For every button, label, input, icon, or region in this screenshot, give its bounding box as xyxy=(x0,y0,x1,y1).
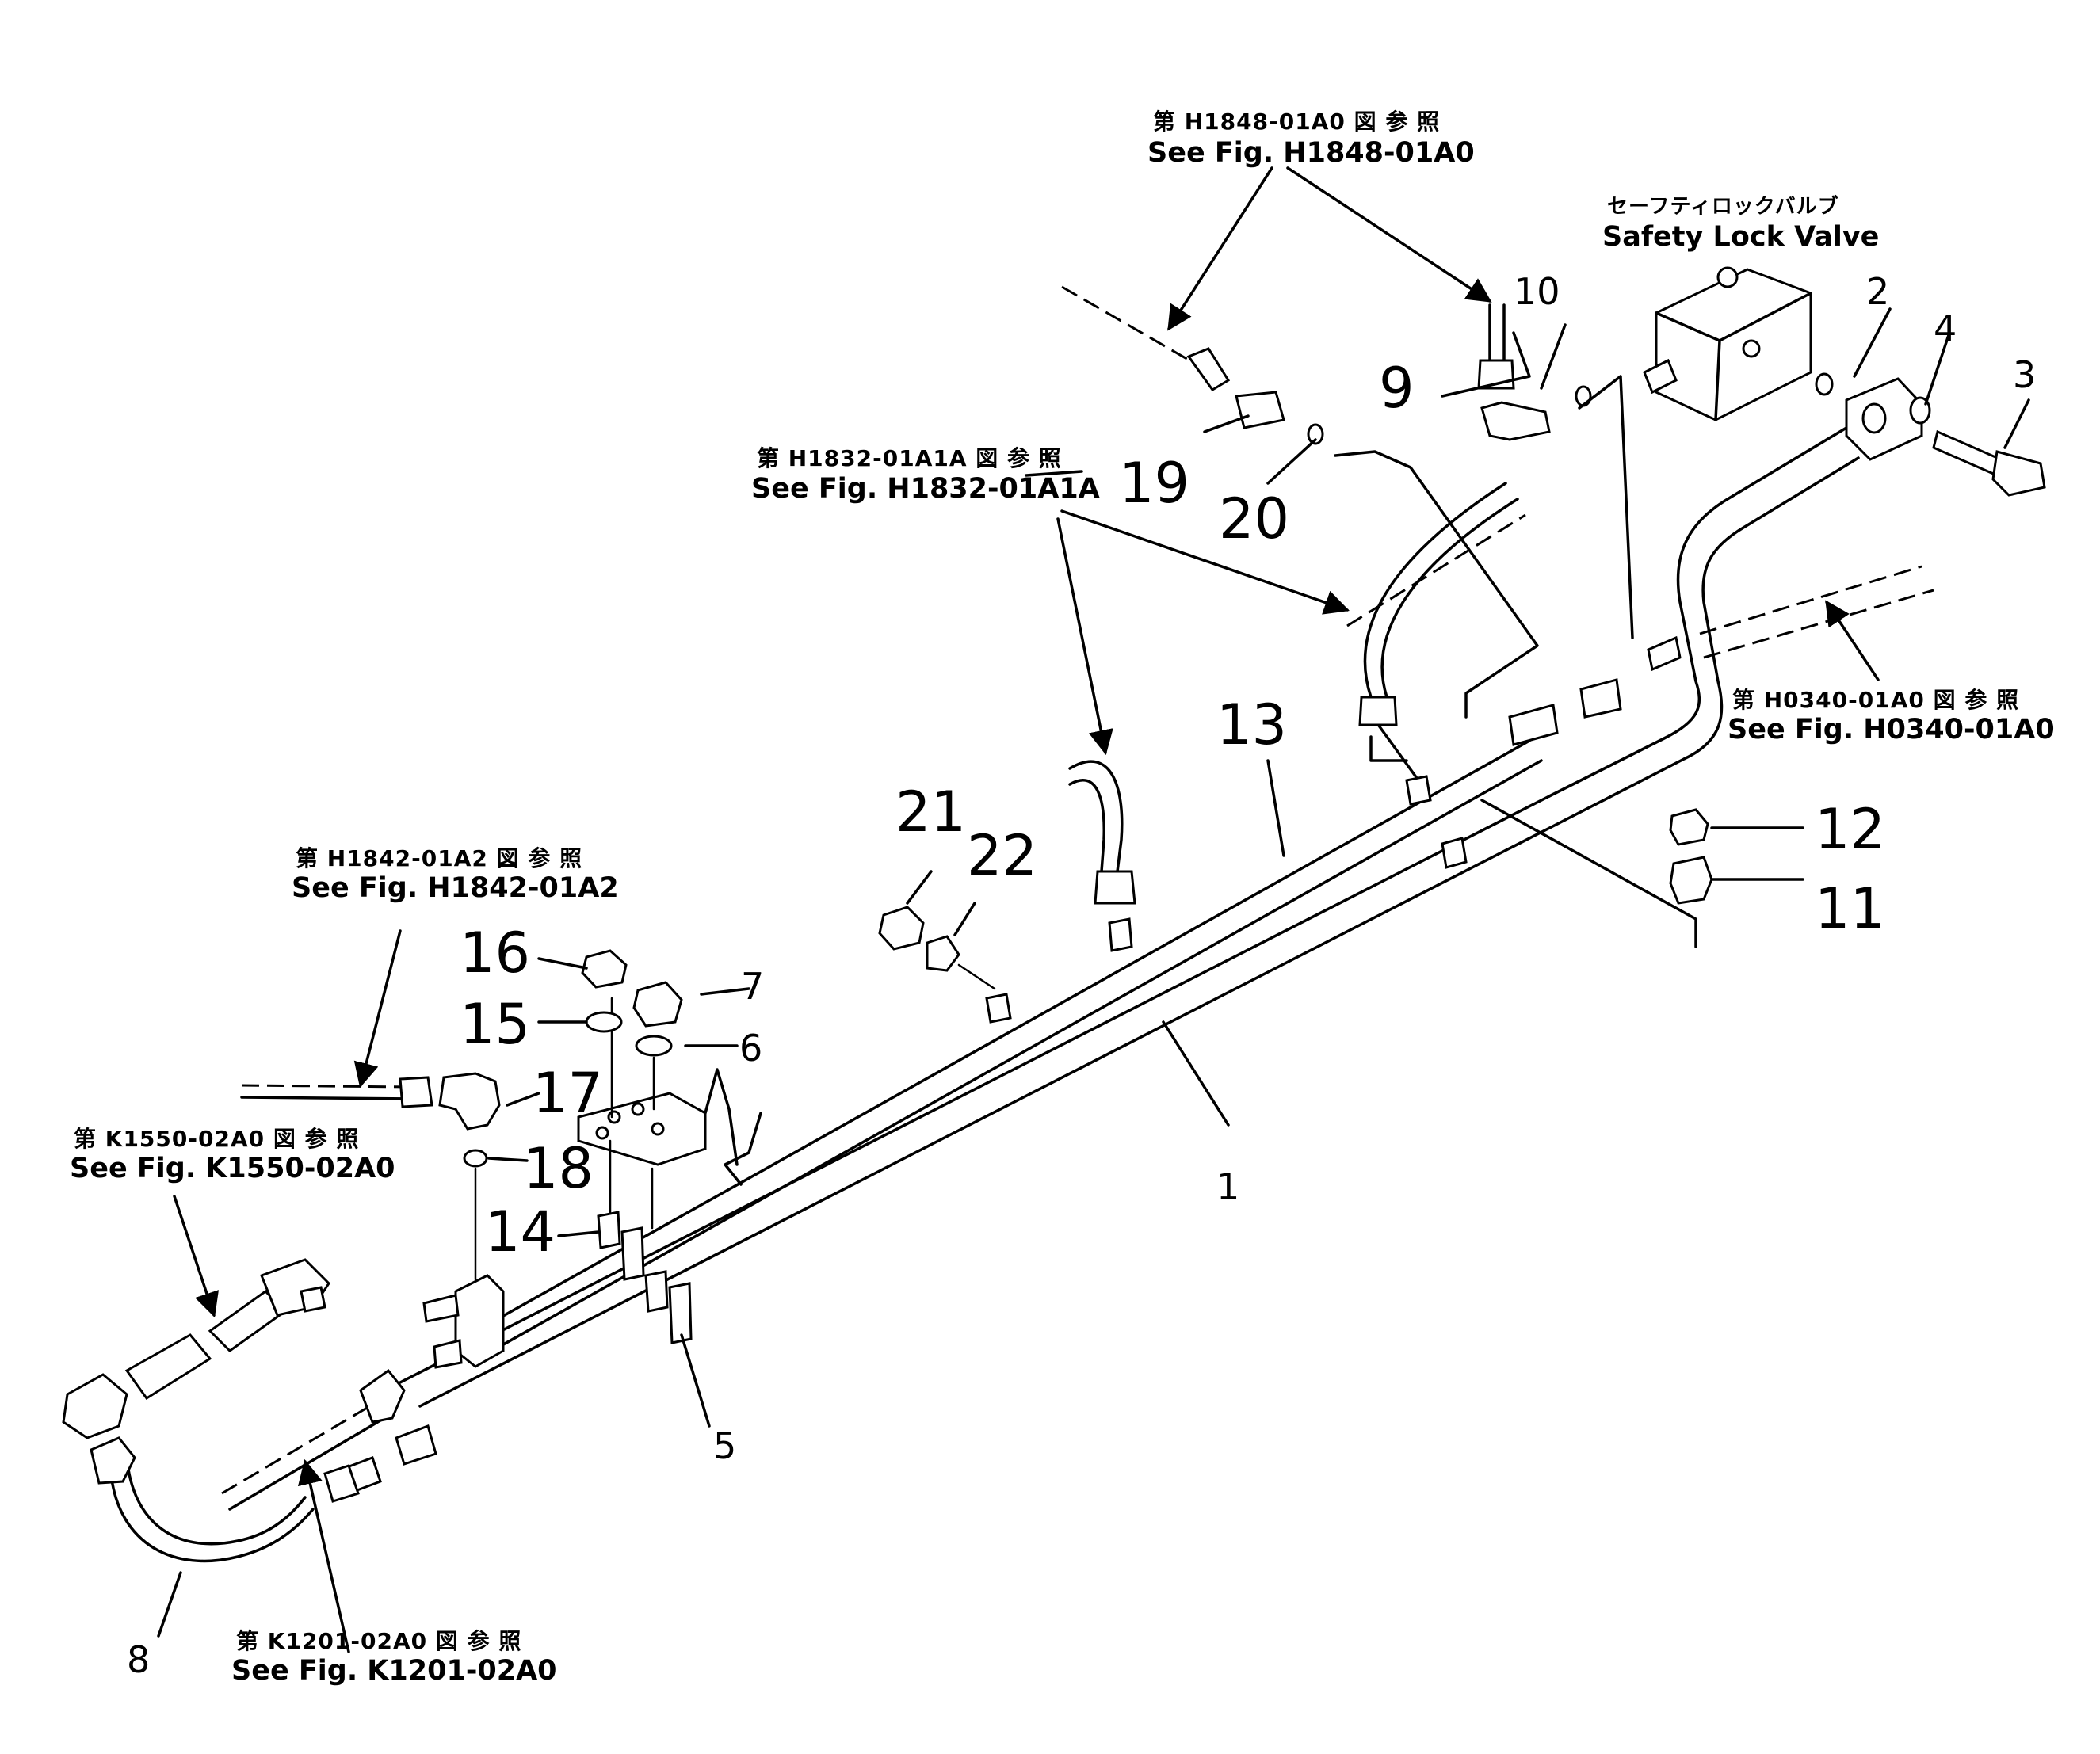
cap-22 xyxy=(926,935,960,972)
part-number-6: 6 xyxy=(739,1027,763,1070)
safety-lock-valve xyxy=(1643,266,1812,421)
washer-15 xyxy=(585,1011,623,1033)
elbow-9 xyxy=(1477,303,1551,441)
hose-h1832-lower xyxy=(1068,760,1136,905)
ref-k1550-jp: 第 K1550-02A0 図 参 照 xyxy=(74,1126,360,1152)
u-bolt-14 xyxy=(597,1139,654,1281)
part-number-10: 10 xyxy=(1514,270,1560,313)
part-number-12: 12 xyxy=(1815,797,1886,862)
part-number-1: 1 xyxy=(1216,1165,1240,1208)
ref-h1832-jp: 第 H1832-01A1A 図 参 照 xyxy=(757,445,1062,471)
o-ring-18 xyxy=(463,1149,488,1168)
o-ring-20 xyxy=(1307,423,1324,445)
ref-h0340-jp: 第 H0340-01A0 図 参 照 xyxy=(1732,687,2020,713)
part-number-7: 7 xyxy=(741,965,765,1008)
hose-h1842 xyxy=(240,1076,433,1108)
part-number-14: 14 xyxy=(485,1199,556,1264)
o-ring-2 xyxy=(1815,372,1834,396)
ref-h1842-jp: 第 H1842-01A2 図 参 照 xyxy=(296,845,583,871)
tube-13 xyxy=(482,739,1543,1348)
u-bolt-5 xyxy=(644,1270,693,1344)
ref-k1201-jp: 第 K1201-02A0 図 参 照 xyxy=(236,1628,522,1654)
ref-k1201-en: See Fig. K1201-02A0 xyxy=(231,1655,557,1687)
part-number-4: 4 xyxy=(1934,307,1957,350)
hose-8 xyxy=(90,1436,360,1563)
cap-12 xyxy=(1669,808,1709,846)
ref-h0340-en: See Fig. H0340-01A0 xyxy=(1728,714,2055,745)
nut-7 xyxy=(632,981,683,1028)
tube-1 xyxy=(399,426,1860,1408)
part-number-8: 8 xyxy=(127,1638,151,1681)
part-number-19: 19 xyxy=(1119,451,1190,516)
part-number-5: 5 xyxy=(713,1424,737,1467)
part-number-3: 3 xyxy=(2013,353,2037,396)
leader-lines xyxy=(157,166,2030,1653)
flange xyxy=(1845,377,1923,461)
plug-11 xyxy=(1669,856,1713,905)
part-number-20: 20 xyxy=(1219,486,1290,551)
part-number-17: 17 xyxy=(533,1061,604,1126)
ref-h1848-jp: 第 H1848-01A0 図 参 照 xyxy=(1153,109,1441,135)
ref-h1832-en: See Fig. H1832-01A1A xyxy=(751,473,1100,505)
part-number-16: 16 xyxy=(460,921,531,986)
ref-h1848-en: See Fig. H1848-01A0 xyxy=(1147,137,1475,169)
hose-h0340 xyxy=(1579,565,1934,719)
nut-16 xyxy=(581,949,628,989)
part-number-2: 2 xyxy=(1866,270,1890,313)
part-number-22: 22 xyxy=(967,823,1038,888)
nut-21 xyxy=(878,906,925,951)
bolt-3 xyxy=(1932,429,2046,497)
washer-6 xyxy=(635,1035,673,1057)
part-number-13: 13 xyxy=(1216,692,1288,757)
part-number-9: 9 xyxy=(1379,356,1415,421)
hose-h1832 xyxy=(1346,482,1526,782)
part-number-15: 15 xyxy=(460,992,531,1057)
nipples xyxy=(985,704,1559,1024)
ref-h1842-en: See Fig. H1842-01A2 xyxy=(292,872,619,904)
ref-k1550-en: See Fig. K1550-02A0 xyxy=(70,1153,395,1184)
safety-lock-valve-jp: セーフティロックバルブ xyxy=(1607,195,1839,219)
assembly-k1550 xyxy=(62,1258,330,1439)
manifold-block xyxy=(422,1167,505,1369)
elbow-17 xyxy=(438,1072,501,1131)
hose-h1848 xyxy=(1061,285,1324,445)
part-number-11: 11 xyxy=(1815,876,1886,941)
part-number-18: 18 xyxy=(523,1136,594,1201)
safety-lock-valve-en: Safety Lock Valve xyxy=(1602,221,1880,253)
part-number-21: 21 xyxy=(895,780,967,845)
